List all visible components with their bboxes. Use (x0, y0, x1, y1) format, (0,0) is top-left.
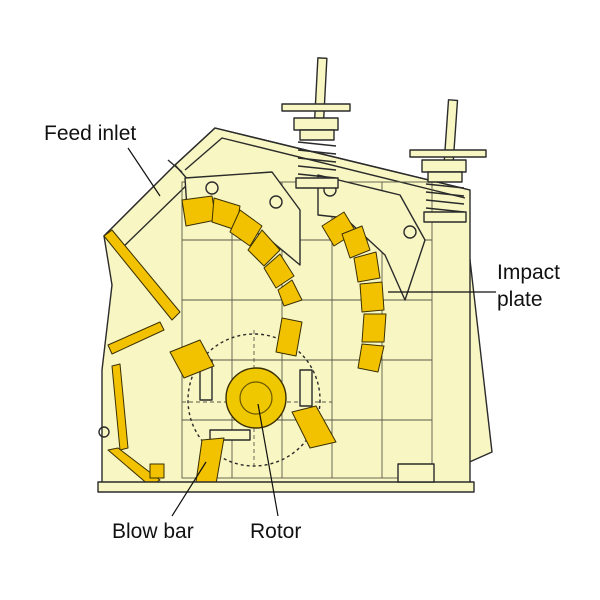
rotor-hub (225, 367, 287, 429)
impact-plate-label-line1: Impact (497, 261, 560, 284)
impact-plate-label-line2: plate (497, 288, 543, 311)
blow-bars (169, 317, 337, 485)
top-cover (174, 127, 471, 191)
rotor-label: Rotor (250, 520, 301, 543)
rear-curtain-frame (317, 174, 426, 301)
rotor-leader (257, 403, 279, 517)
crusher-base (97, 481, 475, 493)
rotor-shaft (239, 381, 273, 415)
inlet-liners (103, 229, 181, 487)
front-impact-plate (181, 195, 303, 307)
front-adjusting-rod (281, 57, 351, 189)
feed-inlet-leader (127, 147, 161, 197)
feed-inlet-label: Feed inlet (44, 122, 136, 145)
rear-impact-plate (321, 211, 387, 373)
blow-bar-label: Blow bar (112, 520, 194, 543)
rear-adjusting-rod (409, 99, 487, 223)
blow-bar-leader (171, 461, 207, 517)
